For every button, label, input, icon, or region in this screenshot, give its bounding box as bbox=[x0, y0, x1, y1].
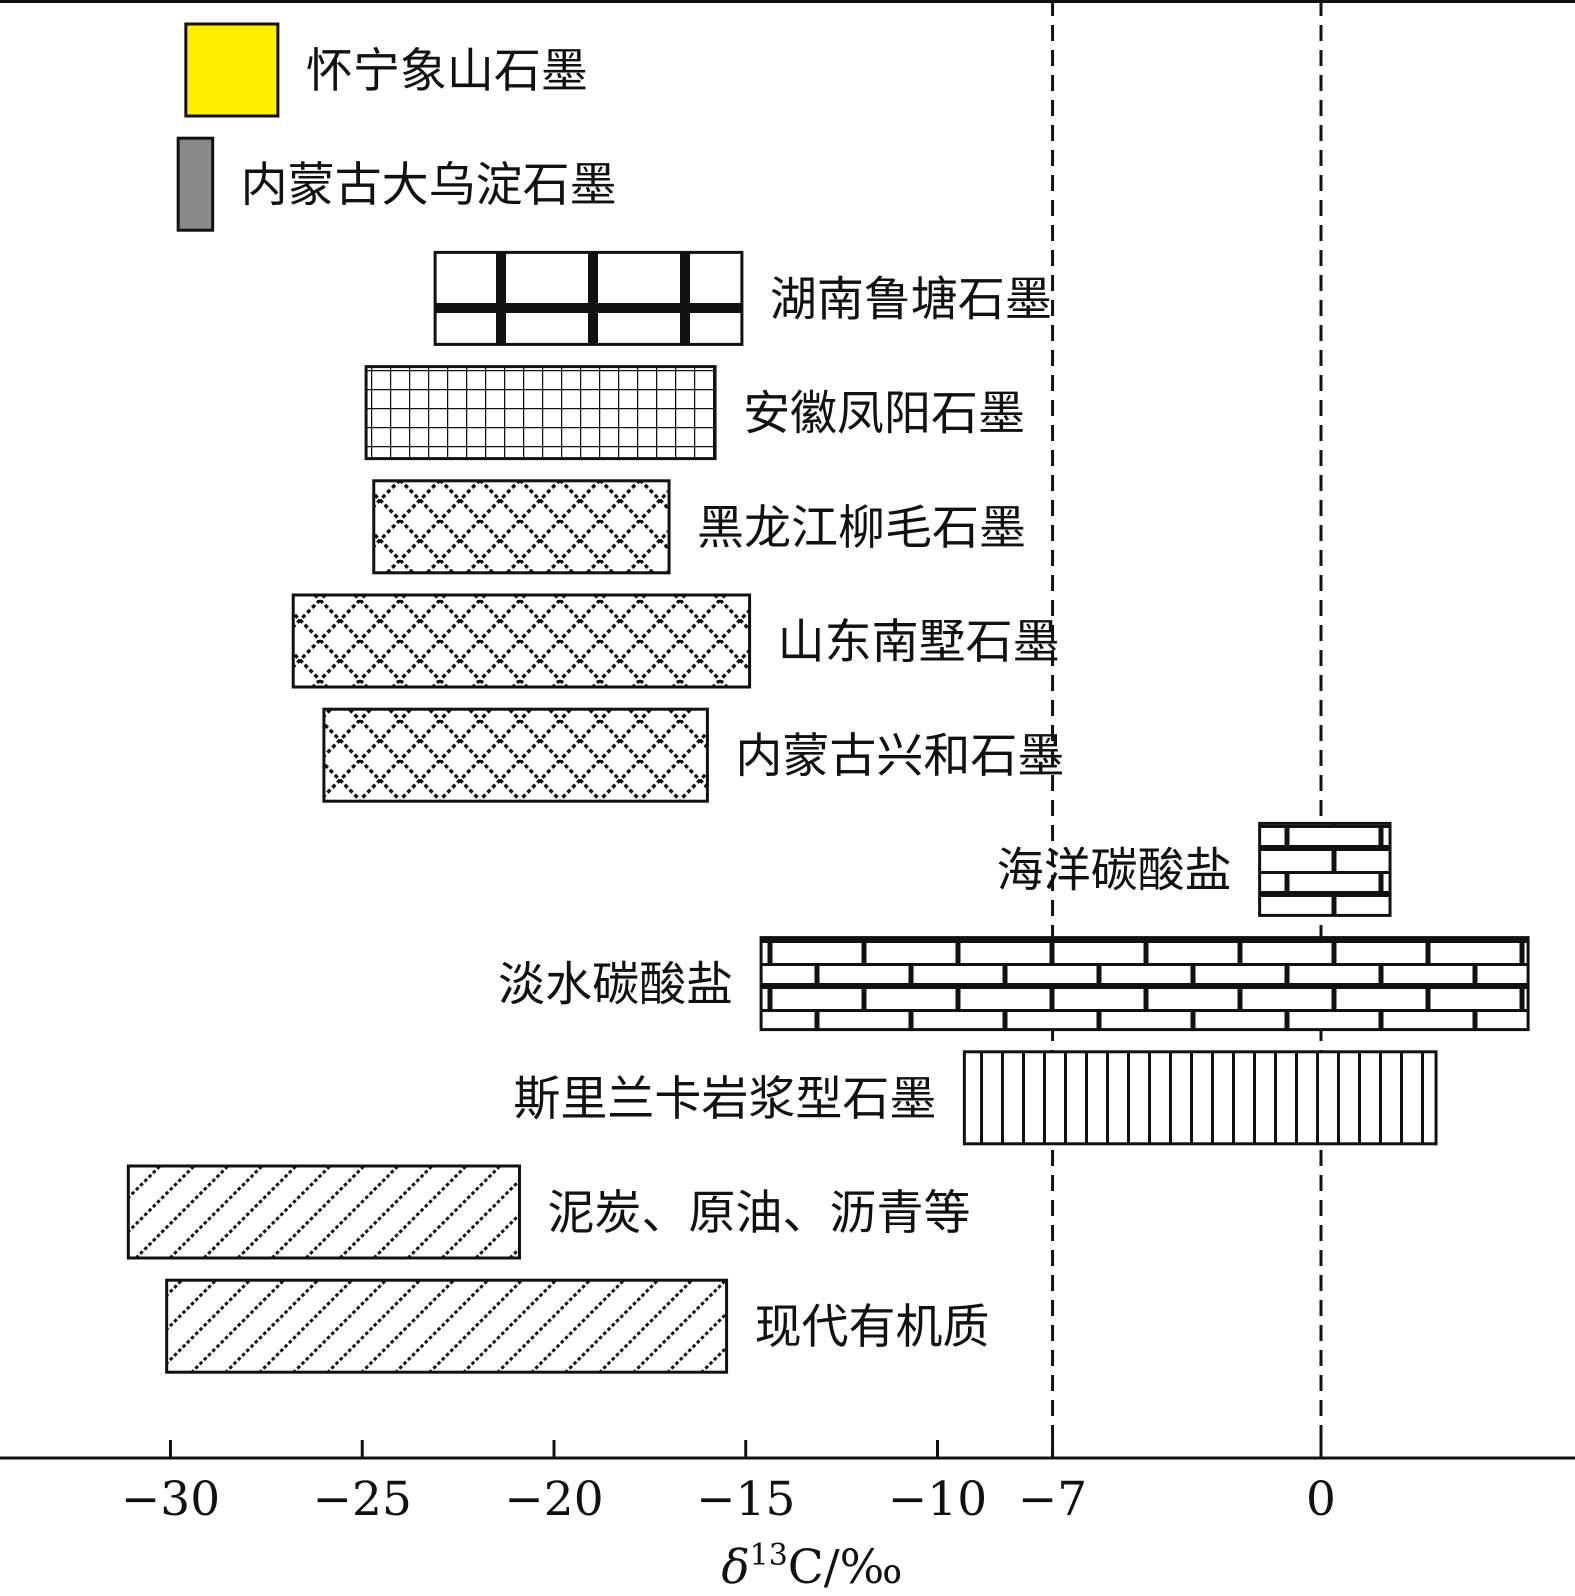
x-tick-label: −10 bbox=[888, 1472, 987, 1527]
axis-title-delta: δ bbox=[721, 1540, 749, 1595]
range-label-1: 怀宁象山石墨 bbox=[306, 44, 588, 99]
x-tick-label: 0 bbox=[1306, 1472, 1336, 1527]
x-tick-label: −7 bbox=[1018, 1472, 1087, 1527]
x-axis-ticks: −30 −25 −20 −15 −10 −7 0 bbox=[121, 1440, 1336, 1527]
axis-title-superscript: 13 bbox=[750, 1538, 788, 1573]
range-label-2: 内蒙古大乌淀石墨 bbox=[241, 158, 617, 213]
axis-title-unit: C/‰ bbox=[788, 1540, 903, 1595]
range-label-4: 安徽凤阳石墨 bbox=[743, 387, 1025, 442]
range-bar-9 bbox=[759, 936, 1530, 1032]
range-label-7: 内蒙古兴和石墨 bbox=[735, 729, 1064, 784]
range-label-11: 泥炭、原油、沥青等 bbox=[547, 1186, 970, 1241]
range-label-6: 山东南墅石墨 bbox=[778, 615, 1060, 670]
range-bar-2 bbox=[176, 136, 215, 232]
range-bar-3 bbox=[433, 250, 744, 346]
range-bar-11 bbox=[126, 1164, 521, 1260]
x-tick-label: −30 bbox=[121, 1472, 220, 1527]
range-bar-8 bbox=[1258, 821, 1392, 917]
range-bar-1 bbox=[184, 22, 280, 118]
range-label-5: 黑龙江柳毛石墨 bbox=[697, 501, 1026, 556]
x-tick-label: −15 bbox=[696, 1472, 795, 1527]
x-axis-title: δ13C/‰ bbox=[721, 1538, 902, 1595]
range-labels: 怀宁象山石墨内蒙古大乌淀石墨湖南鲁塘石墨安徽凤阳石墨黑龙江柳毛石墨山东南墅石墨内… bbox=[241, 44, 1232, 1355]
range-bar-12 bbox=[165, 1278, 729, 1374]
x-tick-label: −25 bbox=[313, 1472, 412, 1527]
range-bar-4 bbox=[364, 365, 717, 461]
range-label-9: 淡水碳酸盐 bbox=[498, 958, 733, 1013]
reference-lines bbox=[1051, 0, 1323, 1458]
x-tick-label: −20 bbox=[504, 1472, 603, 1527]
range-label-10: 斯里兰卡岩浆型石墨 bbox=[513, 1072, 936, 1127]
range-label-12: 现代有机质 bbox=[755, 1300, 990, 1355]
range-label-3: 湖南鲁塘石墨 bbox=[770, 272, 1052, 327]
range-bar-5 bbox=[372, 479, 671, 575]
range-label-8: 海洋碳酸盐 bbox=[997, 843, 1232, 898]
range-bar-6 bbox=[291, 593, 752, 689]
range-bars bbox=[126, 22, 1530, 1374]
range-bar-7 bbox=[322, 707, 709, 803]
range-bar-10 bbox=[962, 1050, 1438, 1146]
